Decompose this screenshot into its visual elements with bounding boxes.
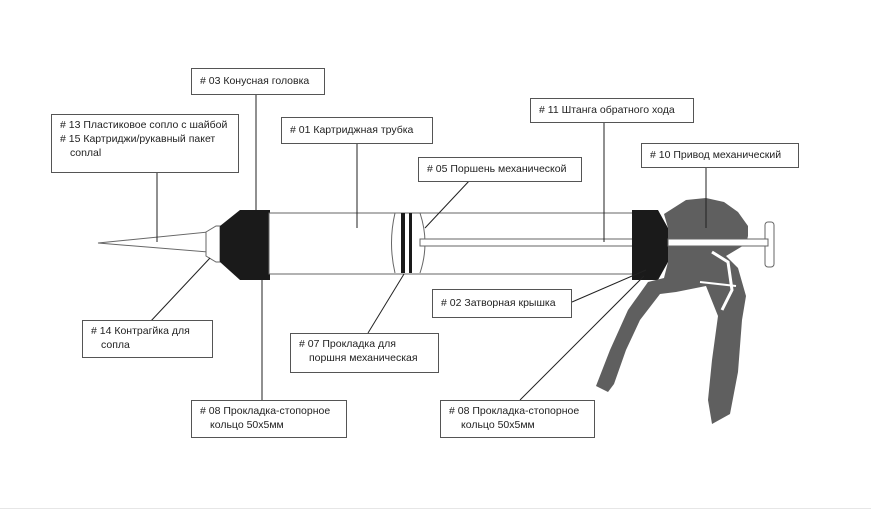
piston-gasket bbox=[401, 213, 405, 273]
callout-08-retaining-ring-right: # 08 Прокладка-стопорное кольцо 50х5мм bbox=[440, 400, 595, 438]
callout-text: conлal bbox=[70, 147, 102, 159]
callout-14-nozzle-nut: # 14 Контрагйка для сопла bbox=[82, 320, 213, 358]
leader-02 bbox=[571, 269, 647, 303]
leader-lines bbox=[149, 95, 707, 401]
callout-text: # 14 Контрагйка для bbox=[91, 325, 190, 337]
callout-text: # 07 Прокладка для bbox=[299, 338, 396, 350]
callout-07-piston-gasket: # 07 Прокладка для поршня механическая bbox=[290, 333, 439, 373]
piston-rod-end bbox=[667, 238, 769, 247]
callout-text: сопла bbox=[101, 339, 130, 351]
callout-08-retaining-ring-left: # 08 Прокладка-стопорное кольцо 50х5мм bbox=[191, 400, 347, 438]
callout-text: # 01 Картриджная трубка bbox=[290, 124, 414, 136]
callout-13-15-nozzle: # 13 Пластиковое сопло с шайбой # 15 Кар… bbox=[51, 114, 239, 173]
callout-text: # 11 Штанга обратного хода bbox=[539, 104, 675, 116]
callout-text: кольцо 50х5мм bbox=[210, 419, 284, 431]
callout-text: # 15 Картриджи/рукавный пакет bbox=[60, 133, 216, 145]
leader-14 bbox=[149, 257, 211, 323]
callout-05-piston: # 05 Поршень механической bbox=[418, 157, 582, 182]
callout-text: # 05 Поршень механической bbox=[427, 163, 567, 175]
callout-text: # 03 Конусная головка bbox=[200, 75, 310, 87]
leader-08b bbox=[519, 275, 645, 401]
callout-02-end-cap: # 02 Затворная крышка bbox=[432, 289, 572, 318]
cone-head bbox=[220, 210, 270, 280]
piston-gasket bbox=[409, 213, 412, 273]
callout-text: # 08 Прокладка-стопорное bbox=[449, 405, 580, 417]
trigger-gap bbox=[711, 250, 734, 311]
callout-10-drive: # 10 Привод механический bbox=[641, 143, 799, 168]
callout-text: поршня механическая bbox=[309, 352, 418, 364]
bottom-divider bbox=[0, 508, 871, 509]
callout-text: кольцо 50х5мм bbox=[461, 419, 535, 431]
callout-01-cartridge-tube: # 01 Картриджная трубка bbox=[281, 117, 433, 144]
end-cap bbox=[632, 210, 668, 280]
piston bbox=[391, 212, 396, 274]
callout-text: # 02 Затворная крышка bbox=[441, 297, 556, 309]
callout-text: # 08 Прокладка-стопорное bbox=[200, 405, 331, 417]
mechanical-drive bbox=[596, 198, 748, 424]
nozzle-nut bbox=[205, 225, 221, 263]
trigger-gap bbox=[699, 281, 737, 287]
leader-05 bbox=[424, 179, 471, 229]
callout-text: # 10 Привод механический bbox=[650, 149, 782, 161]
callout-11-return-rod: # 11 Штанга обратного хода bbox=[530, 98, 694, 123]
leader-07 bbox=[367, 273, 405, 334]
nozzle bbox=[97, 231, 209, 253]
callout-03-cone-head: # 03 Конусная головка bbox=[191, 68, 325, 95]
callout-text: # 13 Пластиковое сопло с шайбой bbox=[60, 119, 228, 131]
